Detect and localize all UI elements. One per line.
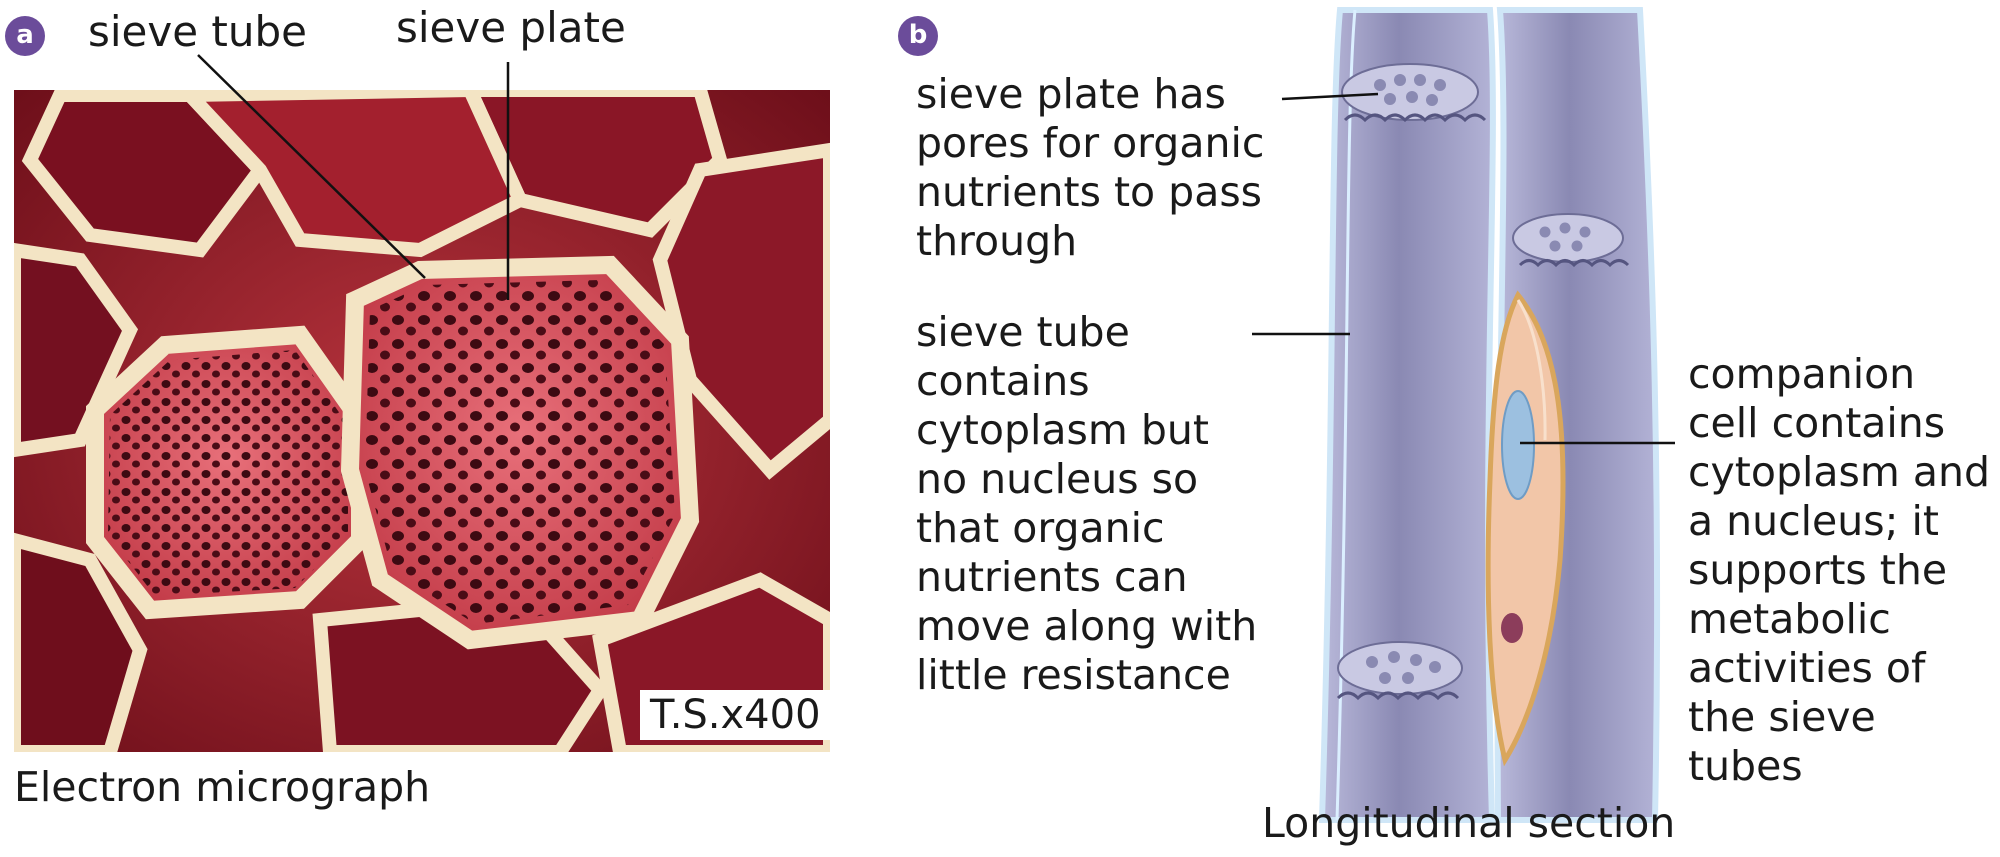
sieve-plate-b-leader bbox=[1281, 92, 1379, 101]
sieve-plate-upper bbox=[1341, 63, 1487, 123]
longitudinal-caption: Longitudinal section bbox=[1262, 799, 1676, 847]
sieve-plate-description: sieve plate has pores for organic nutrie… bbox=[916, 70, 1265, 265]
companion-cell-description: companion cell contains cytoplasm and a … bbox=[1688, 350, 1990, 790]
panel-a-badge: a bbox=[5, 16, 45, 56]
companion-cell bbox=[1485, 290, 1566, 767]
sieve-plate-label: sieve plate bbox=[396, 3, 626, 52]
panel-b-badge: b bbox=[898, 16, 938, 56]
magnification-label: T.S.x400 bbox=[640, 690, 831, 740]
micrograph-caption: Electron micrograph bbox=[14, 763, 431, 811]
sieve-tube-description: sieve tube contains cytoplasm but no nuc… bbox=[916, 308, 1258, 699]
electron-micrograph bbox=[14, 90, 830, 752]
sieve-plate-lower bbox=[1336, 641, 1463, 701]
sieve-tube-leader bbox=[197, 54, 426, 279]
sieve-plate-middle bbox=[1512, 213, 1630, 268]
longitudinal-section-diagram bbox=[1318, 7, 1661, 823]
sieve-tube-label: sieve tube bbox=[88, 7, 308, 56]
